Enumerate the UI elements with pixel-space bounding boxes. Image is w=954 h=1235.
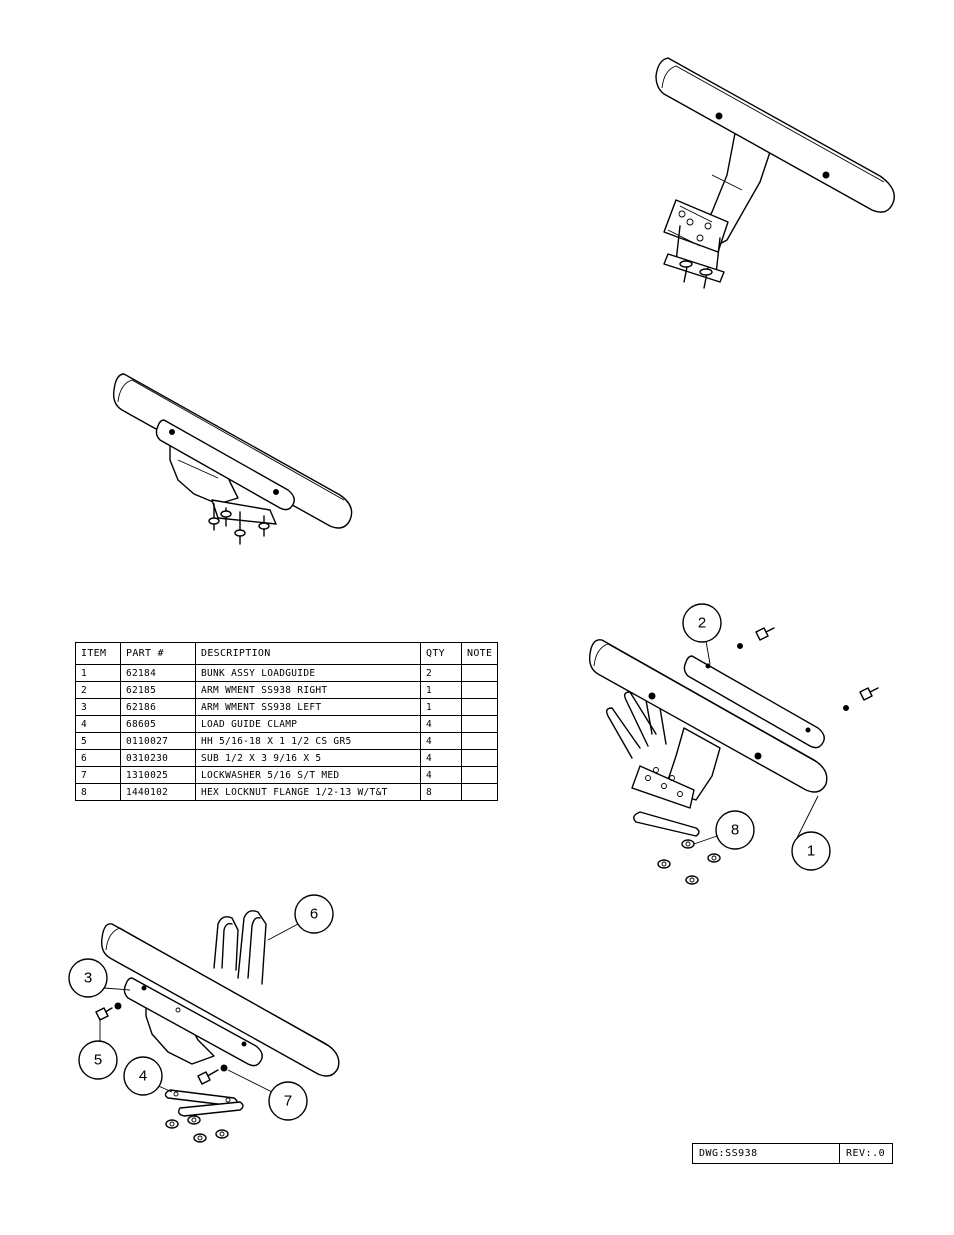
cell-item: 7 [75, 766, 121, 784]
cell-note [460, 715, 499, 733]
header-qty: QTY [420, 642, 462, 665]
cell-qty: 4 [420, 732, 462, 750]
cell-qty: 4 [420, 749, 462, 767]
cell-item: 4 [75, 715, 121, 733]
view-exploded-right [588, 627, 879, 885]
balloon-6: 6 [267, 894, 334, 941]
cell-note [460, 698, 499, 716]
cell-part: 62186 [120, 698, 196, 716]
cell-item: 2 [75, 681, 121, 699]
cell-part: 62184 [120, 664, 196, 682]
parts-table-header: ITEM PART # DESCRIPTION QTY NOTE [75, 642, 499, 665]
header-item: ITEM [75, 642, 121, 665]
cell-note [460, 732, 499, 750]
cell-item: 3 [75, 698, 121, 716]
cell-item: 5 [75, 732, 121, 750]
balloon-label: 1 [807, 843, 815, 860]
balloon-5: 5 [78, 1018, 118, 1080]
revision: REV:.0 [839, 1143, 893, 1164]
cell-item: 1 [75, 664, 121, 682]
balloon-label: 7 [284, 1093, 292, 1110]
balloon-1: 1 [791, 795, 831, 871]
cell-note [460, 783, 499, 801]
balloon-7: 7 [227, 1069, 308, 1121]
balloon-label: 2 [698, 615, 706, 632]
balloon-label: 3 [84, 970, 92, 987]
cell-note [460, 749, 499, 767]
cell-part: 1440102 [120, 783, 196, 801]
cell-part: 0110027 [120, 732, 196, 750]
cell-qty: 1 [420, 698, 462, 716]
cell-note [460, 681, 499, 699]
balloon-8: 8 [693, 810, 755, 850]
cell-description: HH 5/16-18 X 1 1/2 CS GR5 [195, 732, 421, 750]
drawing-number: DWG:SS938 [692, 1143, 840, 1164]
header-note: NOTE [460, 642, 499, 665]
balloon-label: 5 [94, 1052, 102, 1069]
cell-part: 62185 [120, 681, 196, 699]
view-exploded-left [95, 910, 340, 1143]
cell-item: 8 [75, 783, 121, 801]
cell-note [460, 766, 499, 784]
balloon-4: 4 [123, 1056, 173, 1096]
balloon-label: 4 [139, 1068, 147, 1085]
cell-description: ARM WMENT SS938 RIGHT [195, 681, 421, 699]
cell-qty: 2 [420, 664, 462, 682]
cell-part: 0310230 [120, 749, 196, 767]
view-assembled-right [655, 57, 895, 289]
cell-description: LOAD GUIDE CLAMP [195, 715, 421, 733]
balloon-label: 6 [310, 906, 318, 923]
cell-description: BUNK ASSY LOADGUIDE [195, 664, 421, 682]
balloon-3: 3 [68, 958, 131, 998]
cell-description: SUB 1/2 X 3 9/16 X 5 [195, 749, 421, 767]
title-block: DWG:SS938 REV:.0 [692, 1143, 893, 1164]
cell-part: 68605 [120, 715, 196, 733]
view-assembled-left [112, 373, 353, 545]
cell-description: LOCKWASHER 5/16 S/T MED [195, 766, 421, 784]
cell-description: ARM WMENT SS938 LEFT [195, 698, 421, 716]
cell-part: 1310025 [120, 766, 196, 784]
header-description: DESCRIPTION [195, 642, 421, 665]
balloon-label: 8 [731, 822, 739, 839]
cell-qty: 1 [420, 681, 462, 699]
cell-qty: 4 [420, 715, 462, 733]
cell-description: HEX LOCKNUT FLANGE 1/2-13 W/T&T [195, 783, 421, 801]
cell-qty: 4 [420, 766, 462, 784]
balloon-2: 2 [682, 603, 722, 665]
cell-note [460, 664, 499, 682]
cell-item: 6 [75, 749, 121, 767]
cell-qty: 8 [420, 783, 462, 801]
header-part: PART # [120, 642, 196, 665]
